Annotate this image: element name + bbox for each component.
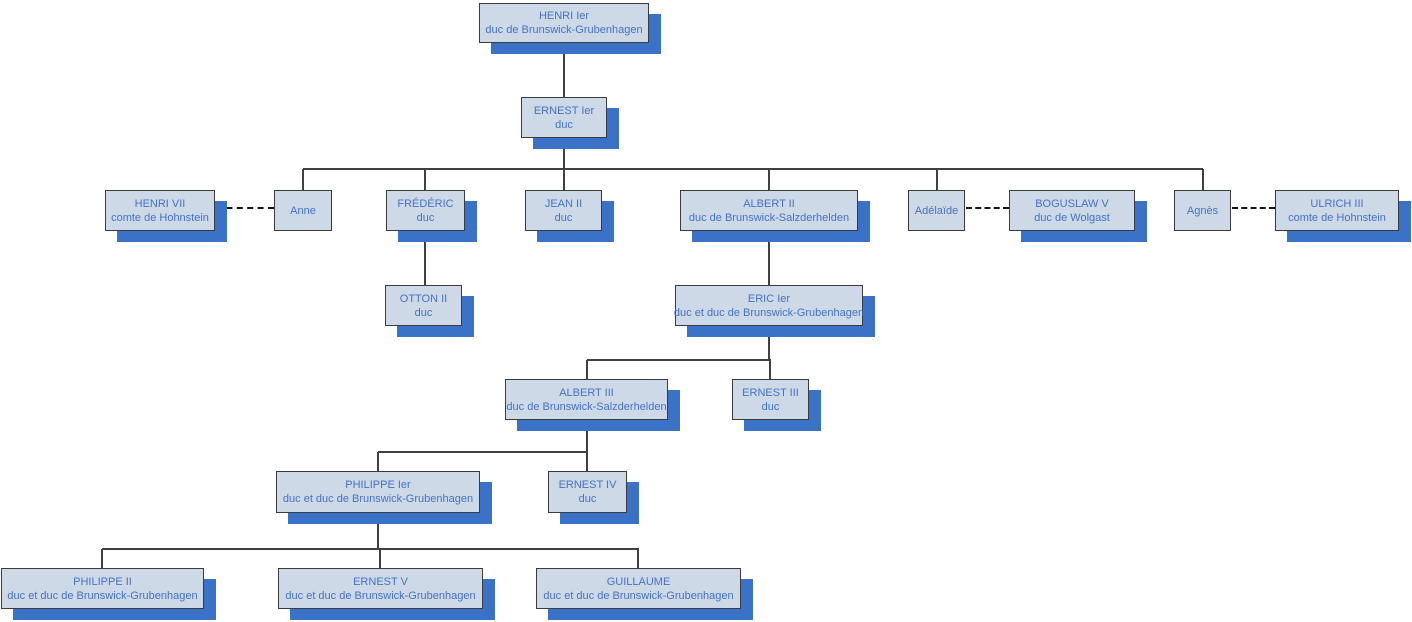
- person-name: Anne: [290, 204, 316, 217]
- person-name: PHILIPPE II: [73, 575, 132, 588]
- person-title: duc: [416, 211, 435, 224]
- person-name: ERNEST V: [353, 575, 408, 588]
- person-name: ULRICH III: [1310, 197, 1364, 210]
- connector-eric1-stem: [768, 326, 770, 361]
- connector-drop-philippe1: [377, 452, 379, 471]
- person-title: comte de Hohnstein: [111, 211, 209, 224]
- tree-node-ernest-4[interactable]: ERNEST IV duc: [548, 471, 627, 513]
- person-title: duc: [578, 493, 597, 505]
- connector-drop-adelaide: [936, 169, 938, 190]
- person-title: duc: [554, 211, 573, 224]
- person-title: duc et duc de Brunswick-Grubenhagen: [285, 589, 476, 602]
- connector-drop-ernest3: [769, 360, 771, 379]
- tree-node-agnes[interactable]: Agnès: [1174, 190, 1231, 231]
- person-name: ALBERT III: [559, 386, 614, 399]
- person-title: duc de Wolgast: [1034, 211, 1110, 224]
- person-title: duc de Brunswick-Salzderhelden: [506, 400, 667, 413]
- person-title: comte de Hohnstein: [1288, 211, 1386, 224]
- person-title: duc: [761, 400, 780, 413]
- person-title: duc de Brunswick-Salzderhelden: [688, 211, 850, 224]
- person-name: PHILIPPE Ier: [345, 479, 411, 491]
- person-name: Adélaïde: [914, 204, 959, 217]
- marriage-link-agnes-ulrich: [1232, 207, 1275, 209]
- connector-gen5-bus: [587, 359, 771, 361]
- person-title: duc: [414, 306, 433, 319]
- tree-node-anne[interactable]: Anne: [274, 190, 332, 231]
- connector-gen6-bus: [378, 451, 588, 453]
- connector-drop-ernest4: [586, 452, 588, 471]
- person-name: BOGUSLAW V: [1035, 197, 1109, 210]
- connector-drop-jean2: [563, 169, 565, 190]
- person-name: JEAN II: [544, 197, 583, 210]
- connector-drop-albert3: [586, 360, 588, 379]
- person-title: duc et duc de Brunswick-Grubenhagen: [282, 493, 474, 505]
- connector-drop-frederic: [424, 169, 426, 190]
- person-name: OTTON II: [399, 292, 448, 305]
- connector-drop-ernest5: [379, 549, 381, 568]
- person-name: FRÉDÉRIC: [397, 197, 454, 210]
- person-title: duc et duc de Brunswick-Grubenhagen: [673, 306, 865, 319]
- person-name: Agnès: [1186, 204, 1219, 217]
- person-name: ERNEST IV: [558, 479, 617, 491]
- connector-drop-anne: [302, 169, 304, 190]
- connector-philippe1-stem: [377, 513, 379, 550]
- person-title: duc: [555, 118, 573, 131]
- person-title: duc de Brunswick-Grubenhagen: [485, 24, 643, 36]
- tree-node-adelaide[interactable]: Adélaïde: [908, 190, 965, 231]
- person-name: HENRI VII: [134, 197, 186, 210]
- connector-gen3-bus: [303, 168, 1203, 170]
- person-name: ALBERT II: [743, 197, 795, 210]
- person-name: GUILLAUME: [606, 575, 671, 588]
- marriage-link-adelaide-boguslaw: [966, 207, 1009, 209]
- connector-drop-philippe2: [101, 549, 103, 568]
- connector-drop-agnes: [1202, 169, 1204, 190]
- connector-gen7-bus: [102, 548, 639, 550]
- connector-henri1-ernest1: [563, 43, 565, 97]
- marriage-link-henri7-anne: [216, 207, 274, 209]
- person-name: ERIC Ier: [747, 292, 791, 305]
- tree-node-henri-1[interactable]: HENRI Ier duc de Brunswick-Grubenhagen: [479, 3, 649, 43]
- person-title: duc et duc de Brunswick-Grubenhagen: [7, 589, 198, 602]
- person-name: HENRI Ier: [538, 10, 590, 22]
- person-name: ERNEST III: [742, 386, 799, 399]
- connector-frederic-otton2: [424, 231, 426, 285]
- connector-albert3-stem: [586, 420, 588, 453]
- person-name: ERNEST Ier: [533, 104, 595, 117]
- person-title: duc et duc de Brunswick-Grubenhagen: [543, 589, 734, 602]
- connector-drop-albert2: [768, 169, 770, 190]
- connector-ernest1-stem: [563, 138, 565, 170]
- connector-drop-guillaume: [637, 549, 639, 568]
- connector-albert2-eric1: [768, 231, 770, 285]
- tree-node-philippe-1[interactable]: PHILIPPE Ier duc et duc de Brunswick-Grub…: [276, 471, 480, 513]
